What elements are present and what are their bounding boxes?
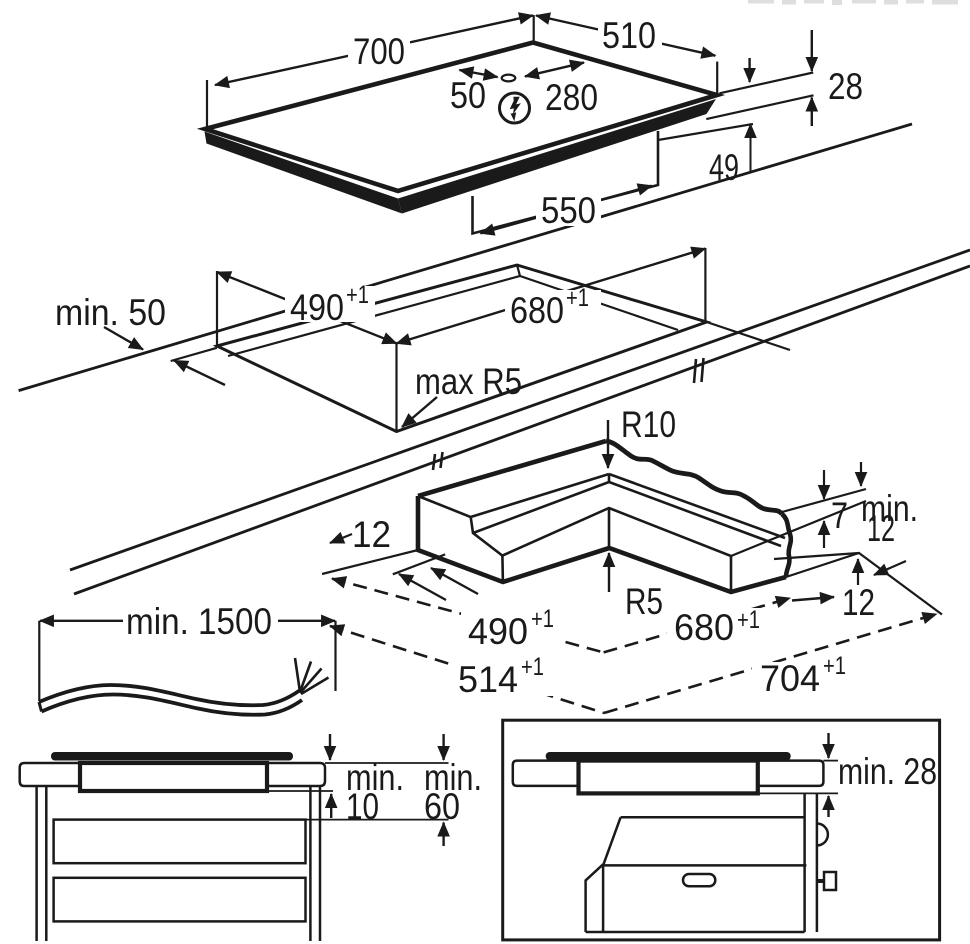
svg-text:49: 49	[709, 147, 739, 188]
svg-text:min. 50: min. 50	[55, 292, 166, 333]
svg-text:280: 280	[545, 77, 598, 118]
svg-text:+1: +1	[823, 652, 846, 680]
svg-text:+1: +1	[531, 605, 554, 633]
svg-text:704: 704	[760, 658, 820, 699]
svg-text:+1: +1	[566, 284, 589, 312]
svg-text:12: 12	[352, 514, 391, 555]
svg-text:10: 10	[346, 786, 379, 827]
svg-text:12: 12	[867, 508, 895, 549]
svg-text:max R5: max R5	[415, 361, 522, 402]
svg-text:680: 680	[510, 290, 564, 331]
svg-text:R5: R5	[625, 581, 663, 622]
svg-text:+1: +1	[346, 281, 369, 309]
svg-text:490: 490	[468, 611, 528, 652]
svg-text:+1: +1	[737, 606, 760, 634]
svg-text:min. 28: min. 28	[838, 751, 937, 792]
svg-text:min.: min.	[346, 757, 404, 798]
svg-text:+1: +1	[521, 653, 544, 681]
svg-text:12: 12	[842, 582, 875, 623]
svg-text:680: 680	[674, 607, 734, 648]
svg-text:R10: R10	[621, 404, 676, 445]
svg-text:min.: min.	[424, 757, 482, 798]
svg-text:700: 700	[353, 31, 405, 72]
svg-text:7: 7	[831, 495, 848, 536]
svg-text:28: 28	[828, 66, 863, 107]
svg-text:514: 514	[458, 659, 518, 700]
svg-text:min.: min.	[861, 488, 918, 529]
svg-text:60: 60	[424, 786, 460, 827]
svg-text:50: 50	[450, 75, 486, 116]
svg-text:550: 550	[541, 190, 596, 231]
svg-text:510: 510	[602, 15, 656, 56]
svg-text:490: 490	[290, 287, 344, 328]
svg-text:min. 1500: min. 1500	[126, 601, 272, 642]
